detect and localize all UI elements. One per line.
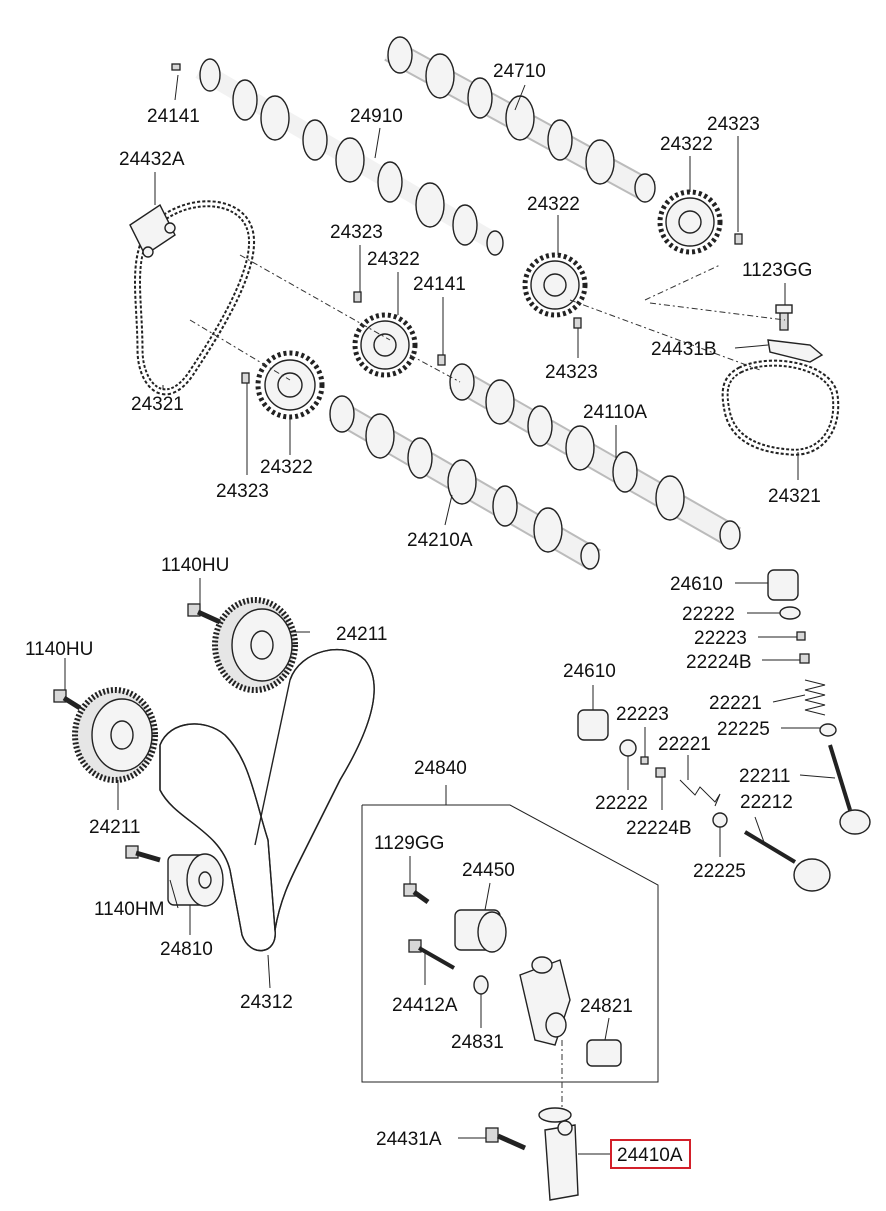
label-24831[interactable]: 24831 [451, 1032, 504, 1053]
label-22225-right[interactable]: 22225 [717, 719, 770, 740]
label-22223-left[interactable]: 22223 [616, 704, 669, 725]
label-24321-right[interactable]: 24321 [768, 486, 821, 507]
bolt-1140HU-lower[interactable] [53, 689, 82, 711]
bolt-1140HM[interactable] [125, 845, 161, 863]
label-24810[interactable]: 24810 [160, 939, 213, 960]
valve-22211[interactable] [828, 744, 871, 835]
label-24323-top-right[interactable]: 24323 [707, 114, 760, 135]
label-24910[interactable]: 24910 [350, 106, 403, 127]
sleeve-24821[interactable] [586, 1039, 622, 1067]
label-22224B-right[interactable]: 22224B [686, 652, 752, 673]
label-24323-bottom-left[interactable]: 24323 [216, 481, 269, 502]
sprocket-24322-center[interactable] [352, 312, 418, 378]
bolt-24431A[interactable] [485, 1127, 527, 1151]
label-24410A[interactable]: 24410A [617, 1145, 683, 1166]
label-22221-right[interactable]: 22221 [709, 693, 762, 714]
label-24821[interactable]: 24821 [580, 996, 633, 1017]
lifter-24610-right[interactable] [767, 569, 799, 601]
label-24710[interactable]: 24710 [493, 61, 546, 82]
leader-lines [64, 74, 836, 1155]
bolt-1123GG[interactable] [775, 304, 793, 331]
part-labels: 24710 24141 24910 24323 24322 24432A 243… [25, 61, 821, 1166]
label-1140HU-upper[interactable]: 1140HU [161, 555, 229, 576]
label-24141-top[interactable]: 24141 [147, 106, 200, 127]
sprocket-24322-bottom-left[interactable] [255, 350, 325, 420]
label-24432A[interactable]: 24432A [119, 149, 185, 170]
timing-chain-right[interactable] [721, 359, 840, 456]
label-24450[interactable]: 24450 [462, 860, 515, 881]
valve-spring-22221-right[interactable] [804, 679, 826, 716]
label-24322-center-right[interactable]: 24322 [527, 194, 580, 215]
label-24412A[interactable]: 24412A [392, 995, 458, 1016]
camshaft-24910[interactable] [171, 58, 505, 256]
hydraulic-tensioner-24410A[interactable] [538, 1107, 579, 1201]
tensioner-pulley-24450[interactable] [454, 909, 507, 953]
label-22211[interactable]: 22211 [739, 766, 790, 787]
valve-22212[interactable] [743, 830, 831, 892]
label-1129GG[interactable]: 1129GG [374, 833, 444, 854]
label-24110A[interactable]: 24110A [583, 402, 647, 423]
label-22225-left[interactable]: 22225 [693, 861, 746, 882]
lifter-24610-left[interactable] [577, 709, 609, 741]
idler-pulley-24810[interactable] [167, 853, 224, 907]
label-24840[interactable]: 24840 [414, 758, 467, 779]
seal-22225-right[interactable] [819, 723, 837, 737]
tensioner-arm-bracket[interactable] [519, 956, 571, 1046]
bolt-24412A[interactable] [408, 939, 455, 970]
label-24141-center[interactable]: 24141 [413, 274, 466, 295]
cam-pulley-24211-upper[interactable] [212, 597, 298, 693]
label-24322-top-right[interactable]: 24322 [660, 134, 713, 155]
label-24211-lower[interactable]: 24211 [89, 817, 140, 838]
label-24322-bottom-left[interactable]: 24322 [260, 457, 313, 478]
washer-24831[interactable] [473, 975, 489, 995]
label-1140HM[interactable]: 1140HM [94, 899, 164, 920]
timing-chain-left[interactable] [134, 200, 255, 396]
label-22221-left[interactable]: 22221 [658, 734, 711, 755]
label-22222-right[interactable]: 22222 [682, 604, 735, 625]
valve-spring-22221-left[interactable] [679, 779, 721, 807]
label-24610-left[interactable]: 24610 [563, 661, 616, 682]
label-22222-left[interactable]: 22222 [595, 793, 648, 814]
tensioner-arm-24431B[interactable] [767, 339, 824, 363]
timing-belt-24312[interactable] [159, 648, 375, 952]
sprocket-24322-center-right[interactable] [522, 252, 588, 318]
tensioner-kit-box-24840 [361, 785, 659, 1083]
bolt-1129GG[interactable] [403, 883, 430, 905]
label-24321-left[interactable]: 24321 [131, 394, 184, 415]
label-24431B[interactable]: 24431B [651, 339, 717, 360]
label-24610-right[interactable]: 24610 [670, 574, 723, 595]
label-22212[interactable]: 22212 [740, 792, 793, 813]
label-24323-center[interactable]: 24323 [545, 362, 598, 383]
label-1123GG[interactable]: 1123GG [742, 260, 812, 281]
label-24312[interactable]: 24312 [240, 992, 293, 1013]
camshaft-24210A[interactable] [329, 395, 601, 571]
camshaft-24710[interactable] [384, 36, 656, 203]
label-24431A[interactable]: 24431A [376, 1129, 442, 1150]
camshaft-24110A[interactable] [449, 363, 741, 550]
retainers-right[interactable] [779, 606, 810, 664]
label-24322-center[interactable]: 24322 [367, 249, 420, 270]
label-24323-mid[interactable]: 24323 [330, 222, 383, 243]
key-pins [241, 233, 743, 384]
label-1140HU-lower[interactable]: 1140HU [25, 639, 93, 660]
label-22223-right[interactable]: 22223 [694, 628, 747, 649]
label-24210A[interactable]: 24210A [407, 530, 473, 551]
highlight-box-24410A [610, 1139, 691, 1169]
alignment-lines [189, 254, 786, 383]
seal-22225-left[interactable] [712, 812, 728, 828]
bolt-1140HU-upper[interactable] [187, 603, 222, 625]
label-24211-upper[interactable]: 24211 [336, 624, 387, 645]
chain-guide-24432A[interactable] [129, 203, 176, 258]
cam-pulley-24211-lower[interactable] [72, 687, 158, 783]
sprocket-24322-top-right[interactable] [657, 189, 723, 255]
label-22224B-left[interactable]: 22224B [626, 818, 692, 839]
